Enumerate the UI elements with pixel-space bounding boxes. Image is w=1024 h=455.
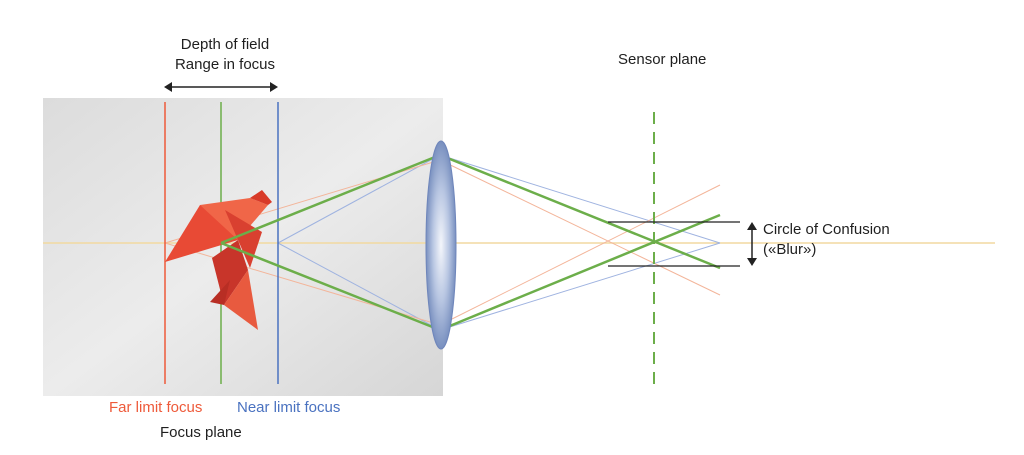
- coc-arrow: [747, 222, 757, 266]
- origami-bird: [165, 190, 272, 330]
- depth-of-field-label: Depth of field: [180, 36, 270, 53]
- near-limit-focus-label: Near limit focus: [237, 399, 341, 416]
- focus-rays: [220, 153, 721, 332]
- depth-of-field-arrow: [164, 82, 278, 92]
- range-in-focus-label: Range in focus: [174, 56, 276, 73]
- blur-label: («Blur»): [763, 241, 817, 258]
- circle-of-confusion-label: Circle of Confusion: [763, 221, 890, 238]
- far-limit-focus-label: Far limit focus: [109, 399, 203, 416]
- focus-plane-label: Focus plane: [160, 424, 242, 441]
- sensor-plane-label: Sensor plane: [618, 51, 707, 68]
- near-limit-rays: [277, 154, 721, 331]
- lens: [425, 140, 457, 350]
